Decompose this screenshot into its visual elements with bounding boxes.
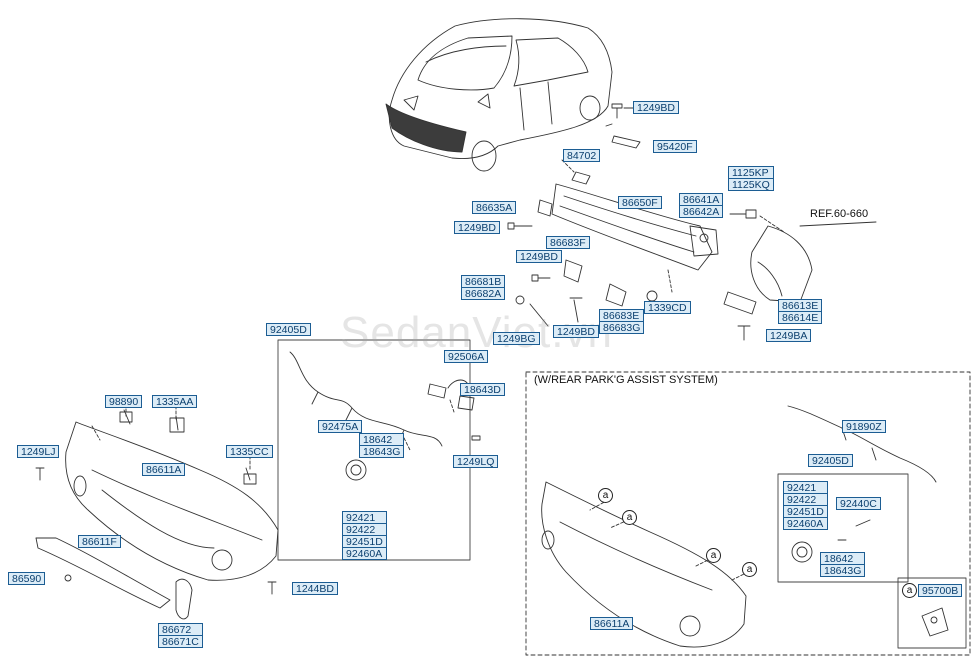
car-door-line [519, 81, 553, 131]
part-1335aa[interactable]: 1335AA [152, 395, 198, 408]
part-92460a[interactable]: 92460A [342, 547, 387, 560]
circle-marker: a [622, 510, 637, 525]
car-side-window [513, 37, 589, 87]
part-86642a[interactable]: 86642A [679, 205, 724, 218]
circle-marker: a [706, 548, 721, 563]
part-92422-right[interactable]: 92422 [783, 493, 828, 506]
part-86672-group: 86672 86671C [158, 623, 203, 648]
part-1125kp[interactable]: 1125KP [728, 166, 774, 179]
part-86682a[interactable]: 86682A [461, 287, 506, 300]
bolt-1249bd-top [611, 103, 623, 119]
car-tail-light-right [477, 93, 491, 109]
part-86590[interactable]: 86590 [8, 572, 46, 585]
circle-marker: a [742, 562, 757, 577]
part-86613e[interactable]: 86613E [778, 299, 823, 312]
part-92460a-right[interactable]: 92460A [783, 517, 828, 530]
part-1125kq[interactable]: 1125KQ [728, 178, 774, 191]
car-rear-wheel [471, 140, 497, 172]
part-86614e[interactable]: 86614E [778, 311, 823, 324]
part-1249bd-top[interactable]: 1249BD [633, 101, 679, 114]
part-91890z[interactable]: 91890Z [842, 420, 886, 433]
bracket-86613e [723, 291, 757, 315]
part-92421[interactable]: 92421 [342, 511, 387, 524]
circle-marker: a [598, 488, 613, 503]
parking-assist-box [525, 371, 971, 656]
part-95700b[interactable]: 95700B [918, 584, 963, 597]
part-92475a[interactable]: 92475A [318, 420, 363, 433]
part-98890[interactable]: 98890 [105, 395, 143, 408]
part-86681-group: 86681B 86682A [461, 275, 506, 300]
section-label: (W/REAR PARK'G ASSIST SYSTEM) [534, 374, 718, 386]
car-rear-bumper-highlight [385, 103, 467, 153]
part-86611a-right[interactable]: 86611A [590, 617, 634, 630]
part-92405d-right[interactable]: 92405D [808, 454, 853, 467]
part-1249bg[interactable]: 1249BG [493, 332, 540, 345]
clip-86635a [537, 199, 553, 217]
part-86611f[interactable]: 86611F [78, 535, 121, 548]
part-86611a[interactable]: 86611A [142, 463, 186, 476]
part-86671c[interactable]: 86671C [158, 635, 203, 648]
part-86683f[interactable]: 86683F [546, 236, 590, 249]
sensor-92421 [345, 459, 367, 481]
car-front-wheel [579, 95, 601, 121]
car-rear-window [417, 35, 513, 91]
part-86672[interactable]: 86672 [158, 623, 203, 636]
part-95420f[interactable]: 95420F [653, 140, 697, 153]
part-18643g-right[interactable]: 18643G [820, 564, 866, 577]
part-1249bd-left[interactable]: 1249BD [454, 221, 500, 234]
beam-bracket-right [689, 225, 719, 257]
bracket-86683f [563, 259, 583, 283]
harness-92475a [289, 351, 443, 447]
car-roof-spoiler [425, 45, 507, 63]
part-92421-right-group: 92421 92422 92451D 92460A [783, 481, 828, 530]
part-18642-right-group: 18642 18643G [820, 552, 866, 577]
part-86641-group: 86641A 86642A [679, 193, 724, 218]
part-1244bd[interactable]: 1244BD [292, 582, 338, 595]
part-1125-group: 1125KP 1125KQ [728, 166, 774, 191]
part-92451d[interactable]: 92451D [342, 535, 387, 548]
part-92405d[interactable]: 92405D [266, 323, 311, 336]
part-18643d[interactable]: 18643D [460, 383, 505, 396]
reflector-86672 [175, 578, 193, 620]
part-1249lj[interactable]: 1249LJ [17, 445, 60, 458]
part-1339cd[interactable]: 1339CD [644, 301, 691, 314]
circle-marker: a [902, 583, 917, 598]
ref-label: REF.60-660 [810, 208, 869, 220]
bumper-cover-86611a [65, 421, 279, 581]
part-1249bd-mid[interactable]: 1249BD [516, 250, 562, 263]
part-18643g[interactable]: 18643G [359, 445, 405, 458]
part-18642-group: 18642 18643G [359, 433, 405, 458]
part-86683e-group: 86683E 86683G [599, 309, 645, 334]
harness-91890z [787, 405, 937, 483]
part-86613-group: 86613E 86614E [778, 299, 823, 324]
bracket-86683e [605, 283, 627, 307]
rear-beam [551, 183, 713, 271]
side-panel-ref [750, 225, 813, 303]
part-1335cc[interactable]: 1335CC [226, 445, 273, 458]
part-84702[interactable]: 84702 [563, 149, 601, 162]
sensor-box [777, 473, 909, 583]
part-1249lq[interactable]: 1249LQ [453, 455, 499, 468]
bolt-1125kp [729, 209, 757, 219]
car-body [388, 18, 613, 159]
part-86650f[interactable]: 86650F [618, 196, 662, 209]
bracket-95700b-box [897, 577, 967, 649]
bumper-cover-right [541, 481, 747, 648]
part-86683g[interactable]: 86683G [599, 321, 645, 334]
lower-lip-86611f [35, 537, 171, 609]
harness-box [277, 339, 471, 561]
part-92506a[interactable]: 92506A [444, 350, 489, 363]
part-1249bd-low[interactable]: 1249BD [553, 325, 599, 338]
part-1249ba[interactable]: 1249BA [766, 329, 812, 342]
part-86635a[interactable]: 86635A [472, 201, 517, 214]
part-92421-group: 92421 92422 92451D 92460A [342, 511, 387, 560]
part-92440c[interactable]: 92440C [836, 497, 881, 510]
car-tail-light [403, 95, 419, 111]
